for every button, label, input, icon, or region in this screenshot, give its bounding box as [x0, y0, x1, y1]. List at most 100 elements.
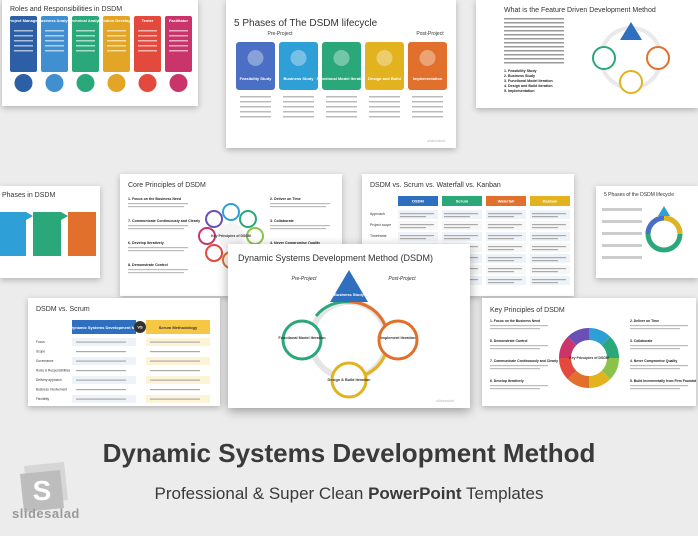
key-text-line [490, 368, 540, 370]
phase-text-line [283, 101, 314, 103]
phase-card [236, 42, 275, 90]
compare-cell-line [400, 235, 434, 237]
fdd-text-line [504, 26, 564, 28]
principle-text-line [128, 269, 188, 271]
role-icon [76, 74, 95, 92]
scrum-cell-line [76, 341, 126, 343]
phase-icon [376, 50, 393, 66]
key-text-line [490, 325, 548, 327]
key-segment [567, 370, 589, 388]
role-text-line [138, 30, 157, 32]
role-text-line [45, 30, 64, 32]
slide-edge-right: 5 Phases of the DSDM lifecycle [596, 186, 698, 278]
role-card [10, 16, 37, 72]
principle-text-line [128, 247, 188, 249]
principle-node [222, 203, 240, 221]
fdd-text-line [504, 50, 564, 52]
key-text-line [490, 345, 548, 347]
principle-item: 6. Develop Iteratively [128, 241, 164, 245]
phase-text-line [369, 111, 400, 113]
principle-node [205, 210, 224, 229]
edge-left-graphic [0, 212, 96, 256]
compare-cell-line [488, 216, 514, 218]
key-item: 2. Deliver on Time [630, 319, 659, 323]
role-label: Solution Developer [98, 18, 135, 23]
compare-cell-line [532, 249, 558, 251]
key-segment [589, 370, 611, 388]
compare-cell-line [488, 246, 522, 248]
key-text-line [490, 365, 548, 367]
phase-label: Functional Model Iteration [317, 76, 367, 81]
compare-cell-line [532, 213, 566, 215]
role-text-line [107, 30, 126, 32]
role-label: Technical Analyst [69, 18, 103, 23]
scrum-right-label: Scrum Methodology [159, 325, 198, 330]
principle-text-line [270, 203, 330, 205]
compare-cell [530, 254, 570, 263]
compare-cell [398, 210, 438, 219]
key-item: 7. Communicate Continuously and Clearly [490, 359, 558, 363]
phase-text-line [326, 106, 357, 108]
phase-text-line [412, 101, 443, 103]
phase-text-line [412, 111, 443, 113]
role-text-line [107, 50, 126, 52]
watermark: slidesalad [436, 398, 454, 403]
scrum-cell-line [150, 360, 200, 362]
role-label: Tester [142, 18, 154, 23]
principle-text-line [128, 206, 184, 208]
compare-cell [530, 221, 570, 230]
subheadline: Professional & Super Clean PowerPoint Te… [0, 484, 698, 504]
slide-title: DSDM vs. Scrum vs. Waterfall vs. Kanban [370, 182, 501, 189]
principle-text-line [270, 225, 330, 227]
fdd-text-line [504, 38, 564, 40]
compare-cell-line [488, 249, 514, 251]
slide-title: Phases in DSDM [2, 192, 56, 199]
compare-cell [442, 210, 482, 219]
principle-text-line [128, 272, 184, 274]
phase-text-line [283, 96, 314, 98]
compare-cell-line [488, 238, 514, 240]
compare-cell-line [488, 279, 522, 281]
compare-cell-line [444, 216, 470, 218]
slide-key: Key Principles of DSDM Key Principles of… [482, 298, 696, 406]
phase-text-line [240, 106, 271, 108]
compare-cell-line [532, 271, 558, 273]
compare-cell [486, 243, 526, 252]
business-study-triangle [330, 270, 368, 302]
role-icon [169, 74, 188, 92]
slide-main: Dynamic Systems Development Method (DSDM… [228, 244, 470, 408]
key-item: 6. Develop Iteratively [490, 379, 524, 383]
phase-icon [333, 50, 350, 66]
scrum-cell-line [150, 389, 200, 391]
compare-cell [486, 265, 526, 274]
key-segment [589, 328, 611, 346]
compare-cell-line [532, 282, 558, 284]
key-text-line [490, 348, 540, 350]
compare-cell-line [488, 268, 522, 270]
principles-center [218, 223, 244, 249]
role-text-line [76, 35, 95, 37]
principle-item: 7. Communicate Continuously and Clearly [128, 219, 200, 223]
compare-cell [530, 232, 570, 241]
phase-card [408, 42, 447, 90]
role-text-line [169, 30, 188, 32]
subheadline-post: Templates [461, 484, 544, 503]
principle-item: 2. Deliver on Time [270, 197, 301, 201]
role-text-line [14, 35, 33, 37]
key-text-line [490, 385, 548, 387]
key-item: 4. Never Compromise Quality [630, 359, 677, 363]
compare-cell-line [444, 227, 470, 229]
role-text-line [107, 35, 126, 37]
vs-label: VS [137, 325, 143, 330]
scrum-row-label: Scope [36, 350, 45, 354]
compare-cell-line [488, 260, 514, 262]
compare-row-label: Timeframe [370, 234, 387, 238]
headline: Dynamic Systems Development Method [102, 438, 596, 468]
brand-name: slidesalad [12, 506, 80, 521]
key-segment [559, 358, 577, 380]
implement-node [377, 319, 419, 361]
key-text-line [630, 365, 688, 367]
fdd-text-line [504, 42, 564, 44]
pre-project-label: Pre-Project [291, 276, 317, 282]
